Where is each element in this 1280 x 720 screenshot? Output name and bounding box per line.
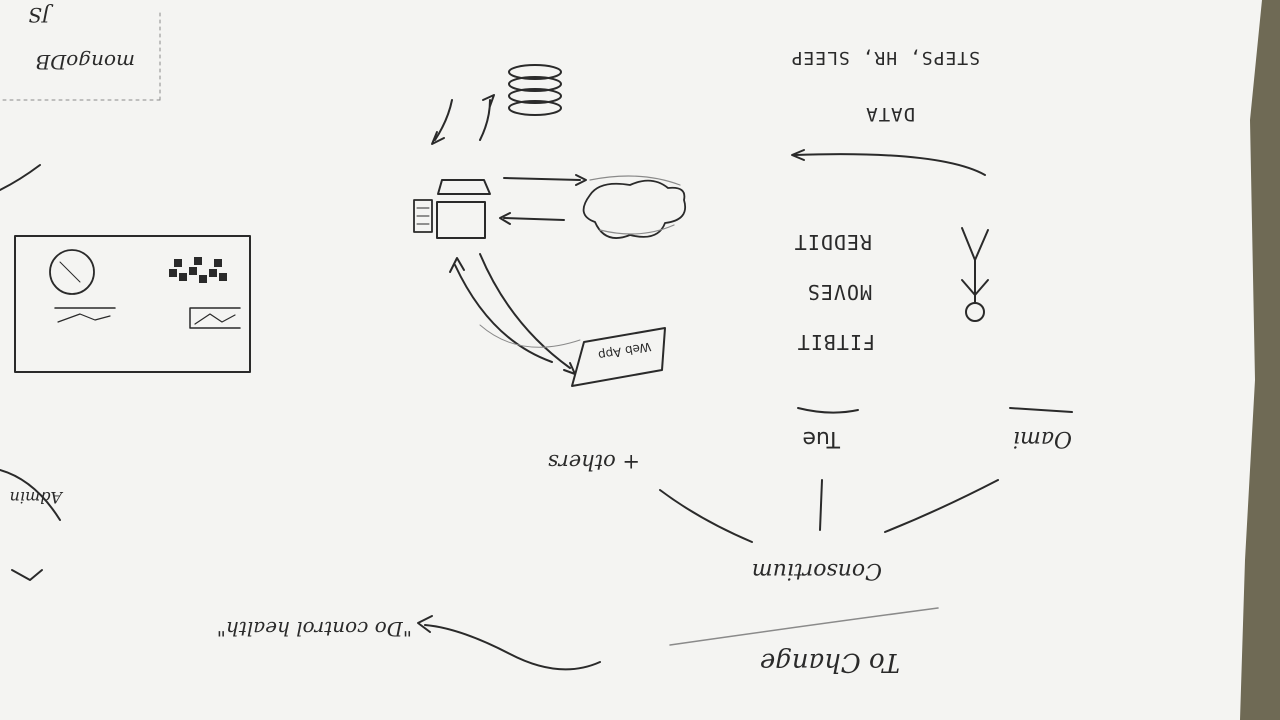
laptop-to-db-arrowhead	[431, 131, 445, 145]
quote-arrowhead	[417, 615, 433, 633]
db-to-laptop-arrowhead	[482, 94, 495, 107]
edge-curve-line-lower	[0, 164, 41, 191]
mongo-label: mongoDB	[36, 50, 135, 74]
tablet-to-laptop-arrowhead	[449, 257, 465, 273]
laptop-to-tablet-arrow	[479, 253, 571, 369]
fitbit-label: FITBIT	[797, 330, 875, 354]
admin-bracket	[11, 569, 43, 581]
admin-label: Admin	[10, 488, 64, 507]
cloud-icon	[582, 175, 686, 239]
laptop-to-cloud-arrow	[503, 177, 581, 181]
consortium-label: Consortium	[752, 558, 882, 583]
js-label: JS	[28, 3, 54, 27]
quote-connector	[424, 624, 601, 671]
laptop-to-tablet-arrowhead	[563, 362, 576, 375]
edge-curve-line	[0, 469, 61, 521]
others-label: + others	[548, 450, 640, 474]
tue-underline	[797, 407, 859, 414]
oami-underline	[1009, 407, 1073, 413]
cloud-to-laptop-arrowhead	[499, 212, 511, 225]
data-types-label: STEPS, HR, SLEEP	[791, 47, 980, 68]
tablet-to-laptop-arrow	[454, 264, 553, 363]
phone-icon	[413, 199, 433, 233]
oami-label: Oami	[1013, 426, 1072, 451]
quote-label: "Do control health"	[217, 617, 412, 641]
person-icon	[961, 227, 989, 322]
upside-down-sketch: To Change "Do control health" Consortium…	[0, 3, 1073, 677]
db-to-laptop-arrow	[479, 99, 491, 141]
data-flow-arrow	[794, 153, 986, 176]
to-change-underline	[669, 607, 939, 646]
branch-line-tue	[819, 479, 823, 531]
laptop-to-cloud-arrowhead	[575, 174, 587, 186]
tue-label: Tue	[802, 426, 841, 451]
laptop-to-db-arrow	[434, 99, 453, 141]
dashboard-sketch	[14, 235, 251, 373]
data-flow-arrowhead	[791, 149, 805, 161]
reddit-label: REDDIT	[794, 230, 872, 254]
moves-label: MOVES	[807, 280, 872, 304]
to-change-label: To Change	[760, 647, 900, 677]
database-icon	[508, 64, 562, 116]
laptop-icon	[436, 179, 491, 239]
branch-line-oami	[884, 479, 999, 533]
cloud-to-laptop-arrow	[503, 217, 565, 221]
branch-line-others	[659, 489, 753, 543]
data-label: DATA	[865, 103, 915, 125]
